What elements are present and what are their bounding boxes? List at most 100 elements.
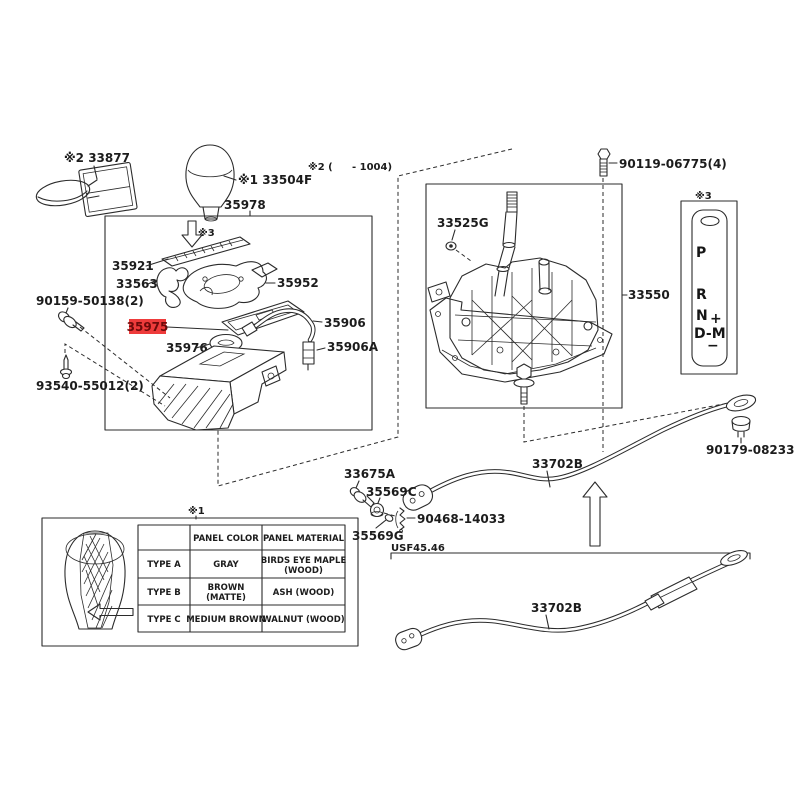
shaft-thread <box>506 191 518 213</box>
detail-line <box>174 255 179 262</box>
detail-line <box>399 529 403 533</box>
label-90468: 90468-14033 <box>417 512 505 526</box>
bolt-threads <box>600 162 607 173</box>
gear-r: R <box>696 287 707 303</box>
type-box: ※1 PANEL COLOR <box>41 505 359 647</box>
shaft-mid <box>497 246 516 269</box>
nut-inner <box>373 506 381 514</box>
span-bracket <box>390 552 751 560</box>
label-33563: 33563 <box>116 277 158 291</box>
detail-line <box>238 276 244 282</box>
bolt-shaft <box>520 386 528 405</box>
row-b-color-1: BROWN <box>208 583 245 593</box>
leader-line <box>145 258 169 267</box>
leader-line <box>451 229 456 241</box>
fitting-body <box>395 627 423 651</box>
bolt-threads <box>521 392 527 402</box>
bolt-head <box>597 148 611 160</box>
label-marker3: ※3 <box>198 227 215 239</box>
label-range-close: - 1004) <box>352 162 392 173</box>
cable-core <box>423 403 729 496</box>
cable-eyelet <box>720 550 748 566</box>
nut-top <box>731 415 751 427</box>
lower-cable-group: USF45.46 33702B <box>390 543 751 651</box>
label-35906A: 35906A <box>327 340 379 354</box>
detail-line <box>183 252 188 259</box>
detail-line <box>219 242 224 249</box>
panel-slot <box>700 215 720 227</box>
cover-assy-35952: 35952 <box>182 261 319 309</box>
label-90159: 90159-50138(2) <box>36 294 144 308</box>
detail-line <box>597 337 603 343</box>
dashed-leader <box>64 343 166 407</box>
cable-mount-fasteners: 33675A 35569C 35569G 90468-14033 <box>344 467 505 543</box>
label-33877: ※2 33877 <box>64 151 130 165</box>
eyelet-outer <box>720 550 748 566</box>
cable-core <box>405 557 740 643</box>
clamp-body <box>402 484 434 511</box>
detail-line <box>583 321 593 331</box>
shaft-upper <box>502 211 518 245</box>
panel-inner <box>691 209 728 367</box>
detail-line <box>435 311 441 317</box>
detail-line <box>441 347 597 375</box>
pin-tip <box>63 354 69 361</box>
shaft-ring <box>502 241 516 249</box>
knob-sketch <box>64 530 126 630</box>
gear-dm: D-M <box>694 326 726 342</box>
label-93540: 93540-55012(2) <box>36 379 144 393</box>
left-fasteners: 90159-50138(2) 93540-55012(2) <box>36 294 171 407</box>
boot-ring <box>35 179 91 207</box>
eyelet-inner <box>727 554 741 562</box>
cable-clamp <box>402 484 434 511</box>
row-c-color: MEDIUM BROWN <box>186 615 266 625</box>
leader-line <box>312 320 323 323</box>
detail-line <box>496 346 504 354</box>
row-b-color-2: (MATTE) <box>206 593 246 603</box>
gear-plus: + <box>710 311 722 327</box>
detail-line <box>192 250 197 257</box>
dashed-leader <box>523 401 735 443</box>
nut-icon <box>369 502 385 518</box>
detail-line <box>552 348 560 356</box>
shaft-lower <box>494 270 509 297</box>
nut-stem <box>737 431 745 438</box>
leader-line <box>147 279 158 285</box>
label-range-open: ※2 ( <box>308 161 333 173</box>
base-plate <box>427 281 613 383</box>
cover-outline <box>182 261 267 309</box>
detail-line <box>449 244 453 248</box>
flange-bolt-icon <box>57 311 85 332</box>
flange-bolt-icon <box>349 487 375 508</box>
detail-line <box>202 276 208 282</box>
label-marker3-panel: ※3 <box>695 190 712 202</box>
detail-line <box>654 581 693 601</box>
row-a-material-1: BIRDS EYE MAPLE <box>261 556 347 566</box>
label-35906: 35906 <box>324 316 366 330</box>
leader-line <box>65 307 69 314</box>
knob-rim <box>65 533 125 565</box>
cable-outline <box>422 402 730 497</box>
shift-assembly-33550: 90119-06775(4) 33525G <box>425 148 735 452</box>
detail-line <box>199 286 213 296</box>
pin-head <box>61 372 71 380</box>
leader-line <box>316 347 326 351</box>
bolt-washer <box>513 378 535 388</box>
boot-plate-33877: ※2 33877 <box>35 151 138 218</box>
detail-line <box>409 633 415 639</box>
row-b-material: ASH (WOOD) <box>273 588 335 598</box>
rod-base <box>538 287 552 295</box>
clip-side <box>395 510 399 529</box>
label-35975: 35975 <box>127 320 169 334</box>
gear-p: P <box>696 245 706 261</box>
bolt-90119: 90119-06775(4) <box>597 148 727 452</box>
band-hatch <box>81 533 113 629</box>
upper-cable-33702B: 90179-08233 33702B <box>402 394 794 547</box>
left-arrow-icon <box>87 603 134 621</box>
side-bracket <box>427 281 451 303</box>
detail-line <box>217 339 235 346</box>
up-arrow-icon <box>582 481 608 547</box>
leader-line <box>375 519 387 529</box>
detail-line <box>461 317 471 327</box>
plate-inner <box>82 166 134 213</box>
